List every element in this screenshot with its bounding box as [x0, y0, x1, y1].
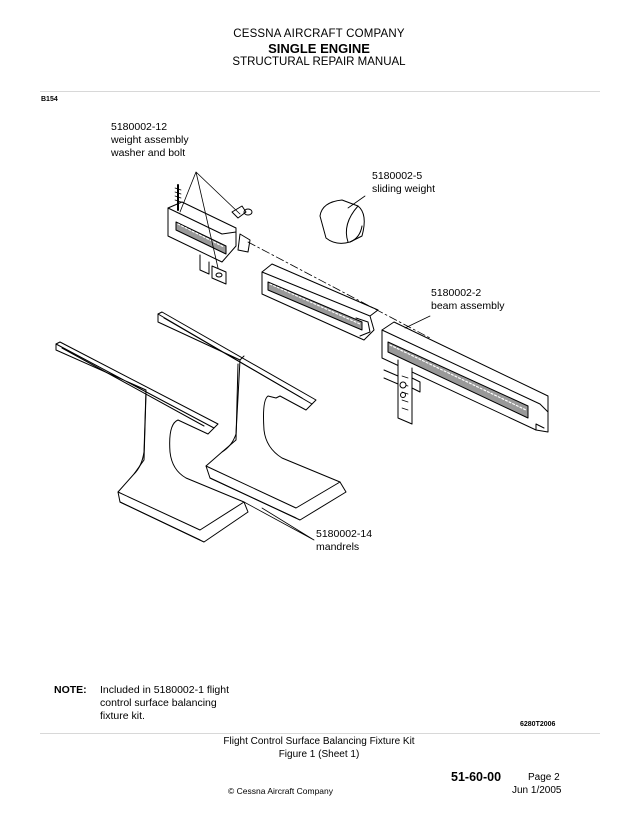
sliding-weight-part — [319, 199, 365, 244]
page-number: Page 2 — [528, 772, 560, 783]
figure-caption-sheet: Figure 1 (Sheet 1) — [278, 749, 360, 760]
weight-assembly-part — [167, 184, 253, 285]
mandrel-front — [55, 341, 249, 543]
figure-caption-title: Flight Control Surface Balancing Fixture… — [223, 736, 415, 747]
figure-divider — [40, 733, 600, 734]
figure-ref-code: B154 — [41, 96, 58, 103]
middle-beam-part — [261, 263, 379, 341]
callout-sliding-weight: 5180002-5 sliding weight — [372, 170, 436, 195]
section-number: 51-60-00 — [451, 770, 502, 784]
copyright: © Cessna Aircraft Company — [228, 786, 333, 796]
beam-assembly-part — [381, 321, 549, 433]
manual-title: SINGLE ENGINE — [268, 41, 370, 56]
manual-subtitle: STRUCTURAL REPAIR MANUAL — [232, 56, 406, 68]
note-label: NOTE: — [54, 684, 87, 696]
mandrels-leaders — [243, 501, 315, 541]
weight-assembly-leaders — [179, 171, 241, 269]
header-divider — [40, 91, 600, 92]
beam-assembly-leader — [404, 315, 431, 329]
alignment-centerline — [247, 241, 431, 339]
company-name: CESSNA AIRCRAFT COMPANY — [233, 28, 405, 40]
callout-weight-assembly: 5180002-12 weight assembly washer and bo… — [111, 121, 189, 159]
mandrel-rear — [157, 311, 347, 521]
note-text: Included in 5180002-1 flight control sur… — [100, 684, 230, 722]
callout-mandrels: 5180002-14 mandrels — [316, 528, 373, 553]
image-code: 6280T2006 — [520, 721, 556, 728]
callout-beam-assembly: 5180002-2 beam assembly — [431, 287, 505, 312]
sliding-weight-leader — [347, 195, 366, 209]
revision-date: Jun 1/2005 — [512, 785, 562, 796]
